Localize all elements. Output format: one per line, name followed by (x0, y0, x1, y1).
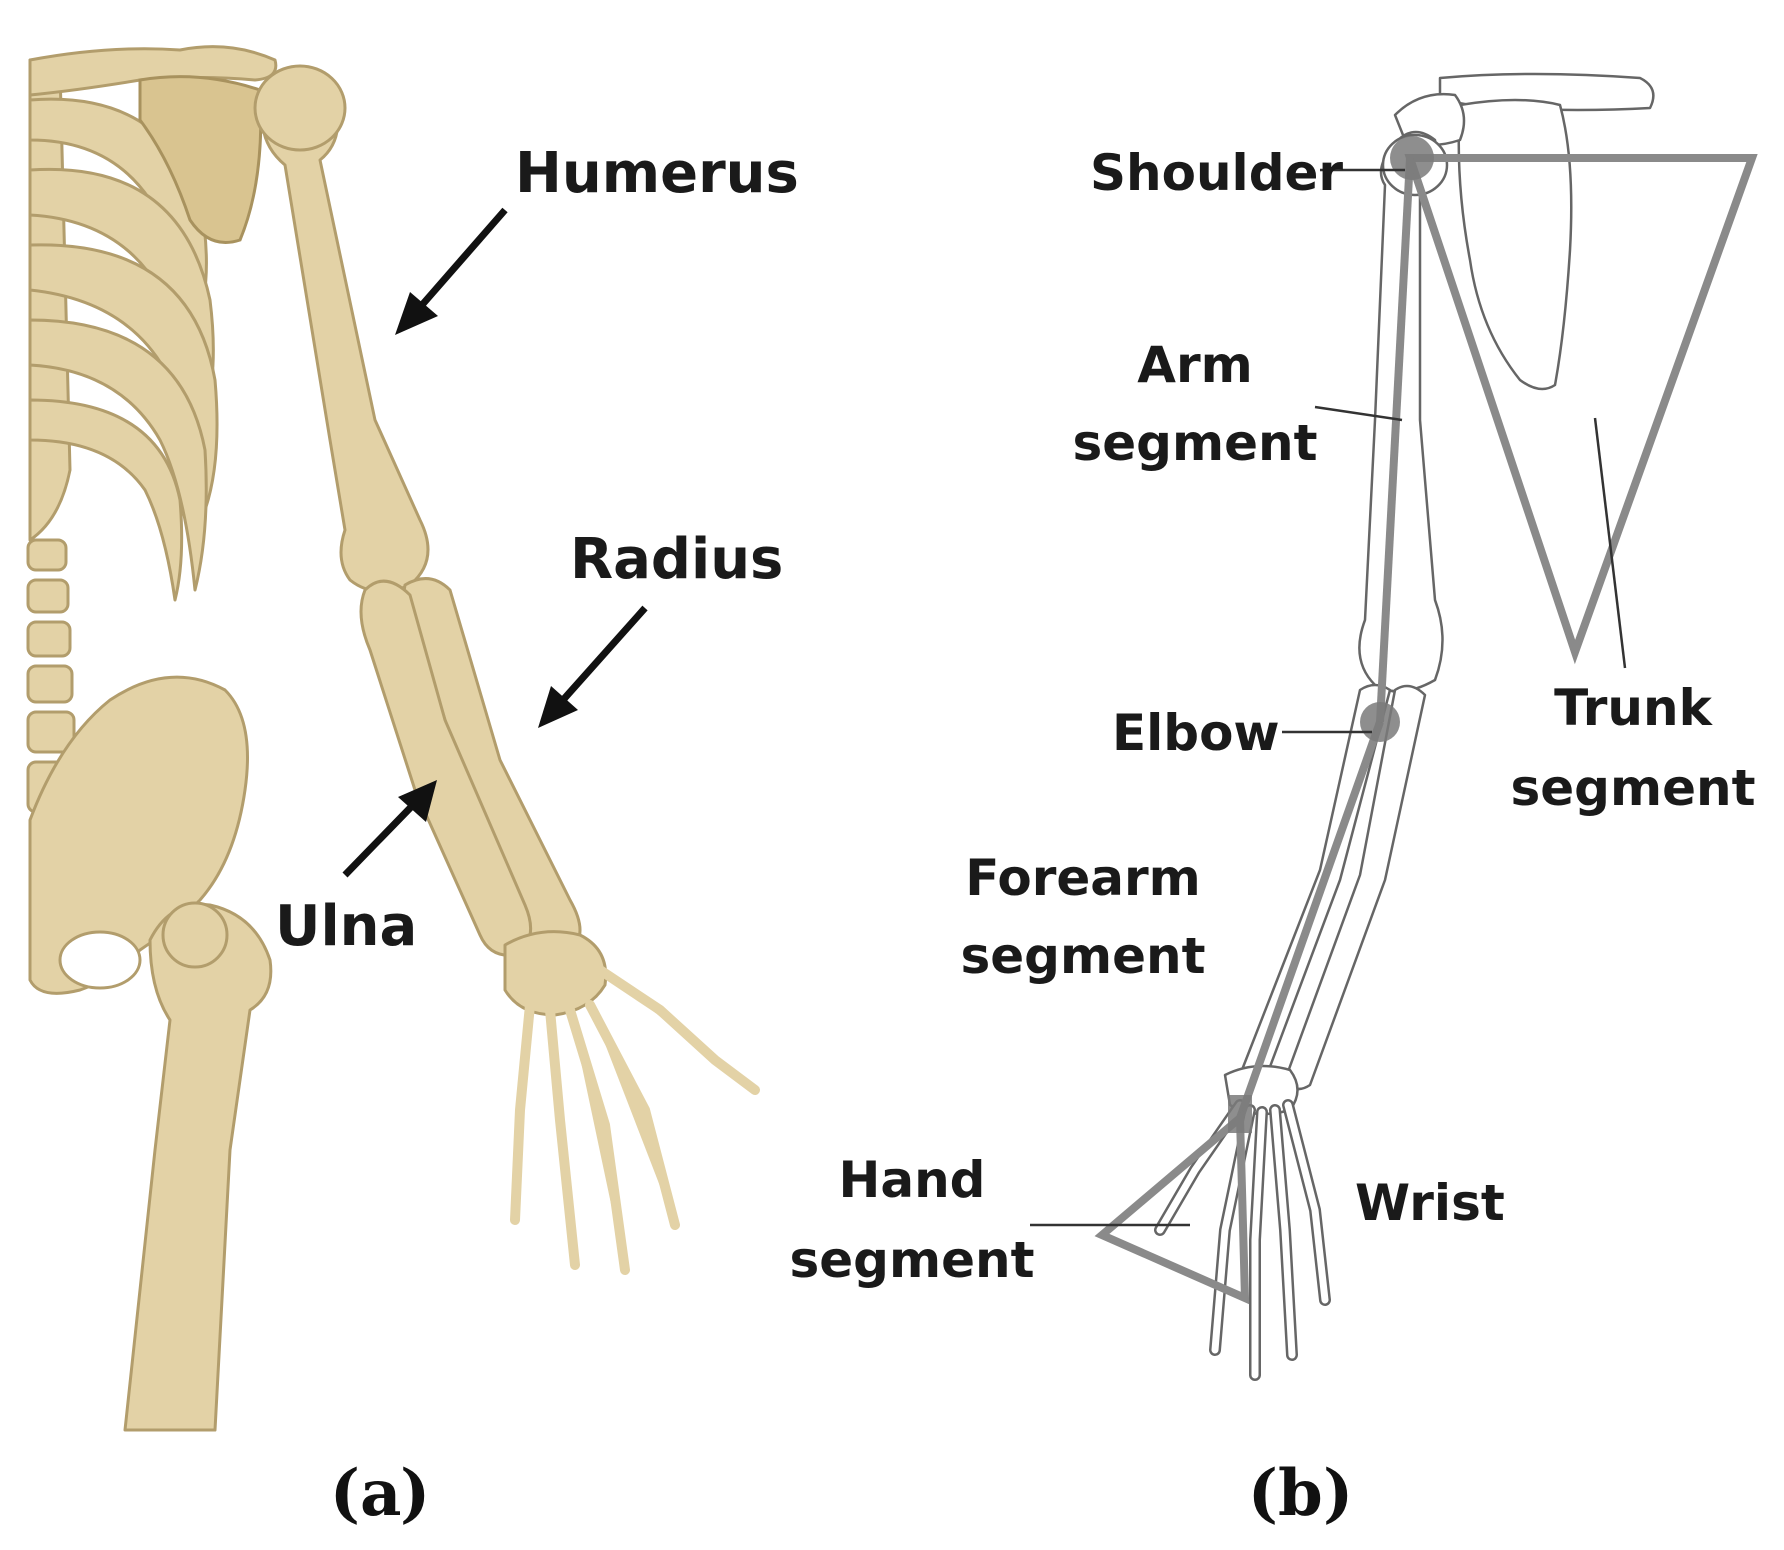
panel-b: Shoulder Arm segment Elbow Forearm segme… (790, 72, 1758, 1531)
shoulder-joint-marker (1390, 136, 1434, 180)
humerus-label: Humerus (515, 141, 799, 206)
hand-bones-illustration (503, 930, 760, 1275)
arm-label-line-1: Arm (1137, 336, 1252, 394)
trunk-label-line-1: Trunk (1554, 679, 1713, 737)
arm-leader (1314, 405, 1403, 422)
pelvis-foramen (58, 930, 142, 990)
forearm-segment-line (1236, 720, 1384, 1120)
forearm-label-line-2: segment (961, 927, 1206, 985)
panel-b-caption: ( b ) (1248, 1456, 1354, 1531)
wrist-label: Wrist (1355, 1174, 1505, 1232)
hand-label-line-2: segment (790, 1231, 1035, 1289)
svg-text:): ) (1323, 1456, 1353, 1531)
radius-arrow (538, 605, 648, 728)
hand-segment-triangle (1094, 1109, 1250, 1305)
svg-text:a: a (360, 1456, 401, 1531)
elbow-label: Elbow (1112, 704, 1280, 762)
svg-text:(: ( (1248, 1456, 1278, 1531)
humerus-arrow (395, 207, 508, 335)
hand-bones-line-drawing (1154, 1064, 1331, 1381)
shoulder-label: Shoulder (1090, 144, 1343, 202)
hand-label-line-1: Hand (839, 1151, 986, 1209)
ulna-arrow (342, 780, 437, 878)
svg-text:): ) (400, 1456, 430, 1531)
rib-cage-illustration (28, 58, 219, 602)
elbow-joint-marker (1360, 702, 1400, 742)
svg-text:(: ( (330, 1456, 360, 1531)
arm-label-line-2: segment (1073, 414, 1318, 472)
shoulder-girdle-illustration (28, 45, 278, 244)
arm-segment-line (1376, 157, 1414, 723)
trunk-label-line-2: segment (1511, 759, 1756, 817)
humerus-bone (253, 64, 430, 593)
ulna-label: Ulna (275, 894, 417, 959)
trunk-leader (1593, 417, 1627, 669)
wrist-joint-marker (1228, 1095, 1252, 1133)
forearm-label-line-1: Forearm (965, 849, 1201, 907)
femur-illustration (123, 901, 273, 1432)
radius-label: Radius (570, 527, 783, 592)
trunk-segment-triangle (1404, 154, 1758, 665)
svg-text:b: b (1278, 1456, 1323, 1531)
panel-a-caption: ( a ) (330, 1456, 431, 1531)
panel-a: Humerus Radius Ulna ( a ) (26, 45, 799, 1531)
scapula-line-drawing (1393, 72, 1655, 391)
